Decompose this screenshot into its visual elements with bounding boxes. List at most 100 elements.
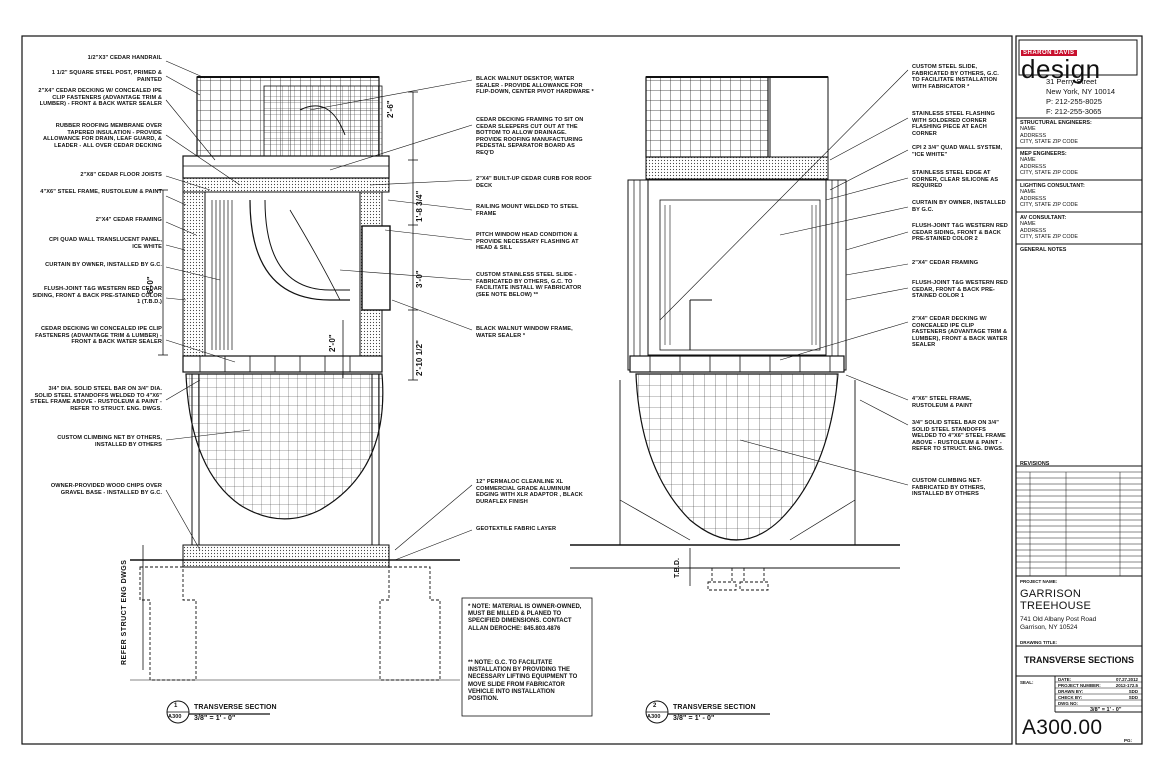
date-label: DATE:	[1058, 677, 1072, 682]
firm-brand-top: SHARON DAVIS	[1021, 50, 1077, 56]
section-2-scale: 3/8" = 1' - 0"	[673, 715, 715, 722]
section-2-title: TRANSVERSE SECTION	[673, 704, 756, 711]
note-right-1: STAINLESS STEEL FLASHING WITH SOLDERED C…	[912, 111, 995, 137]
drawing-title: TRANSVERSE SECTIONS	[1024, 655, 1135, 665]
dim-3-0: 3'-0"	[415, 270, 424, 288]
note-right-6: 2"x4" CEDAR FRAMING	[912, 260, 979, 266]
revisions-grid	[1016, 471, 1142, 576]
note-left-5: 4"x6" STEEL FRAME, RUSTOLEUM & PAINT	[40, 189, 162, 195]
project-number-label: PROJECT NUMBER:	[1058, 683, 1101, 688]
note-mid-8: GEOTEXTILE FABRIC LAYER	[476, 526, 557, 532]
scale-value: 3/8" = 1' - 0"	[1090, 707, 1122, 713]
note-right-5: FLUSH-JOINT T&G WESTERN RED CEDAR SIDING…	[912, 223, 1008, 243]
dim-6-0: 6'-0"	[146, 276, 155, 294]
sheet-border	[21, 35, 1013, 745]
section-1-scale: 3/8" = 1' - 0"	[194, 715, 236, 722]
pg-label: PG:	[1124, 738, 1133, 743]
note-left-0: 1/2"x3" CEDAR HANDRAIL	[87, 55, 162, 61]
note-mid-3: RAILING MOUNT WELDED TO STEEL FRAME	[476, 204, 579, 217]
project-name-line: GARRISON	[1020, 588, 1082, 600]
info-labels: DATE: PROJECT NUMBER: DRAWN BY: CHECK BY…	[1058, 677, 1101, 707]
general-notes-title: GENERAL NOTES	[1020, 247, 1067, 253]
note-left-13: OWNER-PROVIDED WOOD CHIPS OVER GRAVEL BA…	[50, 483, 162, 496]
firm-address-line: 31 Perry Street	[1046, 77, 1097, 86]
section-2-sheet: A300	[647, 714, 661, 720]
consultant-line: NAME	[1020, 189, 1036, 196]
consultant-title: STRUCTURAL ENGINEERS:	[1020, 120, 1092, 126]
drawn-by-value: SDD	[1128, 689, 1138, 694]
section-2-drawing	[570, 76, 900, 724]
title-block-rules	[1016, 117, 1142, 713]
firm-address-line: New York, NY 10014	[1046, 87, 1116, 96]
note-right-7: FLUSH-JOINT T&G WESTERN RED CEDAR, FRONT…	[912, 280, 1008, 300]
revisions-title: REVISIONS	[1020, 461, 1050, 467]
firm-logo: SHARON DAVIS design	[1021, 41, 1137, 84]
note-left-8: CURTAIN BY OWNER, INSTALLED BY G.C.	[45, 262, 162, 268]
leader-lines	[165, 60, 909, 561]
title-block-border	[1015, 35, 1143, 745]
section-1-number: 1	[174, 703, 178, 709]
note-mid-6: BLACK WALNUT WINDOW FRAME, WATER SEALER …	[476, 326, 573, 339]
dim-1-8: 1'-8 3/4"	[415, 190, 424, 222]
note-box-1: * NOTE: MATERIAL IS OWNER-OWNED, MUST BE…	[468, 604, 582, 632]
project-name-line: TREEHOUSE	[1020, 600, 1092, 612]
consultant-line: CITY, STATE ZIP CODE	[1020, 139, 1079, 146]
brand-box	[1018, 39, 1138, 76]
section-1-title: TRANSVERSE SECTION	[194, 704, 277, 711]
note-right-4: CURTAIN BY OWNER, INSTALLED BY G.C.	[912, 200, 1006, 213]
note-left-11: 3/4" DIA. SOLID STEEL BAR ON 3/4" DIA. S…	[30, 386, 162, 412]
dwg-no-label: DWG NO:	[1058, 701, 1078, 706]
consultant-structural: STRUCTURAL ENGINEERS: NAME ADDRESS CITY,…	[1020, 120, 1092, 146]
project-address: 741 Old Albany Post Road Garrison, NY 10…	[1020, 616, 1096, 632]
project-address-line: 741 Old Albany Post Road	[1020, 616, 1097, 623]
consultant-line: ADDRESS	[1020, 163, 1047, 170]
consultant-line: NAME	[1020, 157, 1036, 164]
note-left-12: CUSTOM CLIMBING NET BY OTHERS, INSTALLED…	[57, 435, 162, 448]
consultant-line: NAME	[1020, 126, 1036, 133]
dim-2-10: 2'-10 1/2"	[415, 339, 424, 376]
check-by-value: SDD	[1128, 695, 1138, 700]
note-right-2: CPI 2 3/4" QUAD WALL SYSTEM, "ICE WHITE"	[912, 145, 1003, 158]
consultant-av: AV CONSULTANT: NAME ADDRESS CITY, STATE …	[1020, 215, 1078, 241]
info-values: 07.27.2012 2012-172.5 SDD SDD	[1100, 677, 1138, 701]
note-mid-1: CEDAR DECKING FRAMING TO SIT ON CEDAR SL…	[476, 117, 584, 156]
project-address-line: Garrison, NY 10524	[1020, 624, 1078, 631]
note-right-9: 4"x6" STEEL FRAME, RUSTOLEUM & PAINT	[912, 396, 973, 409]
note-left-3: RUBBER ROOFING MEMBRANE OVER TAPERED INS…	[43, 123, 162, 149]
dim-tbd: T.B.D.	[674, 557, 681, 578]
consultant-line: ADDRESS	[1020, 132, 1047, 139]
consultant-line: CITY, STATE ZIP CODE	[1020, 202, 1079, 209]
consultant-line: NAME	[1020, 221, 1036, 228]
note-right-0: CUSTOM STEEL SLIDE, FABRICATED BY OTHERS…	[912, 64, 999, 90]
drawn-by-label: DRAWN BY:	[1058, 689, 1084, 694]
note-box-2: ** NOTE: G.C. TO FACILITATE INSTALLATION…	[468, 660, 578, 703]
dim-2-0: 2'-0"	[328, 334, 337, 352]
note-box-border	[461, 597, 593, 717]
note-right-3: STAINLESS STEEL EDGE AT CORNER, CLEAR SI…	[912, 170, 999, 190]
note-left-10: CEDAR DECKING W/ CONCEALED IPE CLIP FAST…	[35, 326, 162, 346]
consultant-title: LIGHTING CONSULTANT:	[1020, 183, 1085, 189]
note-left-1: 1 1/2" SQUARE STEEL POST, PRIMED & PAINT…	[51, 70, 162, 83]
date-value: 07.27.2012	[1116, 677, 1138, 682]
refer-struct-label: REFER STRUCT ENG DWGS	[121, 559, 128, 665]
note-right-11: CUSTOM CLIMBING NET- FABRICATED BY OTHER…	[912, 478, 986, 498]
consultant-line: ADDRESS	[1020, 195, 1047, 202]
consultant-title: MEP ENGINEERS:	[1020, 151, 1067, 157]
firm-brand-main: design	[1021, 54, 1101, 84]
note-mid-4: PITCH WINDOW HEAD CONDITION & PROVIDE NE…	[476, 232, 579, 252]
note-left-6: 2"x4" CEDAR FRAMING	[95, 217, 162, 223]
project-name: GARRISON TREEHOUSE	[1020, 588, 1091, 612]
note-left-7: CPI QUAD WALL TRANSLUCENT PANEL, ICE WHI…	[48, 237, 162, 250]
note-mid-5: CUSTOM STAINLESS STEEL SLIDE - FABRICATE…	[476, 272, 582, 298]
section-1-drawing	[130, 76, 460, 724]
firm-address: 31 Perry Street New York, NY 10014 P: 21…	[1046, 77, 1115, 117]
section-1-sheet: A300	[168, 714, 182, 720]
note-right-8: 2"X4" CEDAR DECKING W/ CONCEALED IPE CLI…	[912, 316, 1008, 349]
consultant-mep: MEP ENGINEERS: NAME ADDRESS CITY, STATE …	[1020, 151, 1078, 177]
consultant-title: AV CONSULTANT:	[1020, 215, 1067, 221]
note-left-4: 2"x8" CEDAR FLOOR JOISTS	[80, 172, 162, 178]
check-by-label: CHECK BY:	[1058, 695, 1083, 700]
project-name-label: PROJECT NAME:	[1020, 579, 1058, 584]
